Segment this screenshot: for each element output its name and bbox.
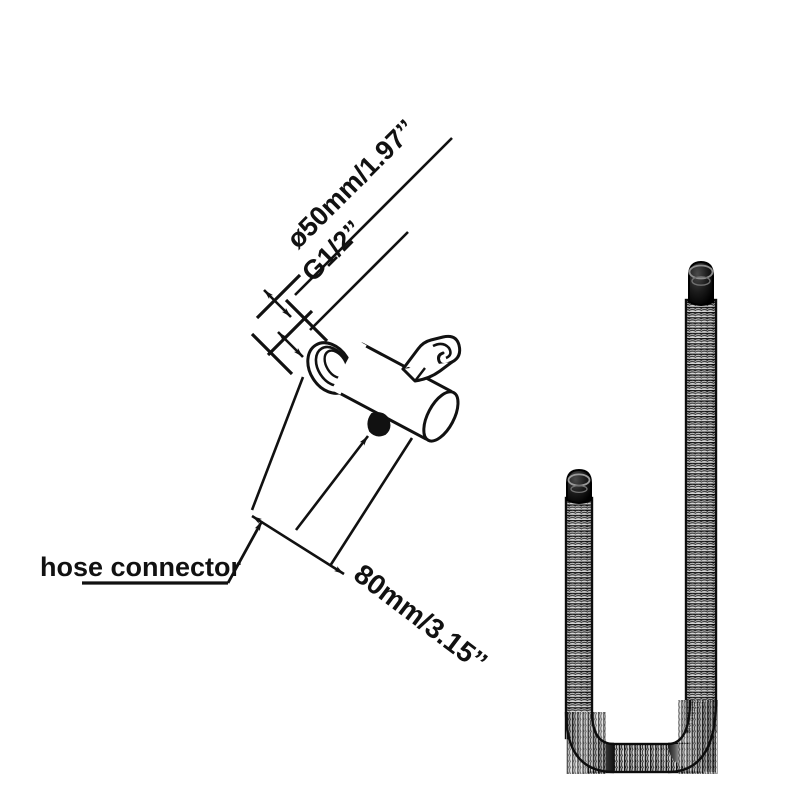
extension-line-length-upper bbox=[250, 376, 305, 511]
extension-line-thread bbox=[309, 231, 409, 331]
connector-barrel-end-cap bbox=[422, 390, 460, 443]
hose-fitting-left bbox=[566, 468, 592, 504]
hose-corner-left bbox=[564, 711, 615, 774]
hose-right-coils bbox=[686, 300, 716, 730]
elbow-edge-line bbox=[414, 367, 426, 382]
witness-line-cross-b bbox=[250, 332, 294, 376]
hose-corner-left-inner-edge bbox=[590, 711, 615, 746]
extension-line-length-lower bbox=[328, 437, 414, 567]
hose-run-right bbox=[684, 298, 718, 734]
wall-connector-assembly bbox=[306, 334, 462, 443]
flexible-hose bbox=[564, 260, 718, 774]
outlet-elbow bbox=[401, 334, 462, 383]
witness-line-cross-a bbox=[284, 298, 329, 343]
hose-connector-label: hose connector bbox=[40, 552, 242, 582]
hose-fitting-top-body bbox=[688, 260, 714, 306]
connector-barrel-joint-mask bbox=[331, 340, 367, 395]
connector-body bbox=[331, 340, 460, 443]
hose-left-coils bbox=[566, 498, 592, 738]
hose-fitting-top-groove bbox=[691, 276, 711, 286]
dim-line-80mm bbox=[251, 514, 345, 576]
hose-run-left bbox=[564, 496, 594, 740]
callout-hose-connector: hose connector bbox=[40, 520, 264, 585]
hose-fitting-left-groove bbox=[570, 484, 588, 494]
hose-fitting-top-collar bbox=[688, 264, 714, 280]
witness-line-outer bbox=[255, 273, 302, 320]
length-dimension-label: 80mm/3.15’’ bbox=[348, 558, 493, 678]
hose-corner-left-outer-edge bbox=[564, 711, 615, 774]
elbow-bore-arc bbox=[432, 342, 452, 360]
hose-fitting-top bbox=[688, 260, 714, 306]
dim-arrow-diameter bbox=[263, 289, 292, 318]
leader-arrow-outlet-port bbox=[294, 435, 370, 531]
dim-arrow-thread bbox=[277, 331, 304, 358]
dimension-group-diameter-thread: ø50mm/1.97’’ G1/2’’ bbox=[250, 114, 453, 376]
hose-corner-right bbox=[667, 699, 718, 774]
hose-outlet-port bbox=[367, 412, 391, 437]
hose-corner-right-inner-edge bbox=[667, 699, 692, 746]
callout-leader-line bbox=[226, 520, 264, 584]
extension-line-diameter bbox=[294, 137, 453, 296]
hose-corner-right-outer-edge bbox=[667, 699, 718, 774]
